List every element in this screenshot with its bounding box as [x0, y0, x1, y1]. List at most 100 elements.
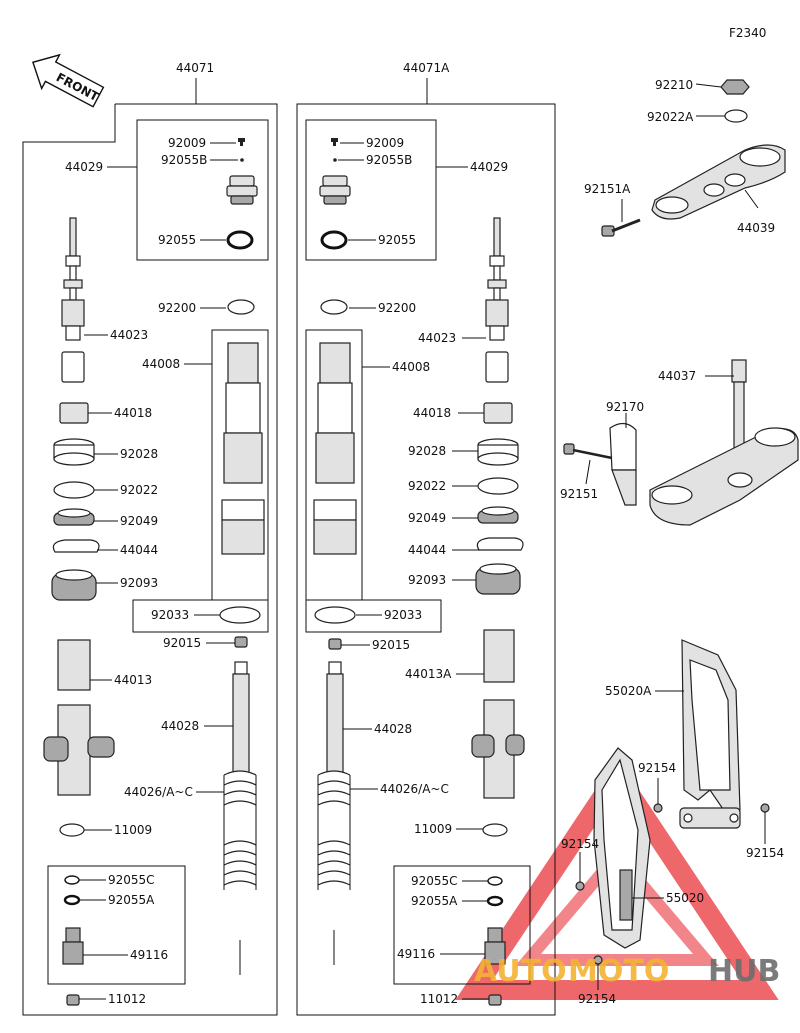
- bolt-92009-right: [331, 138, 338, 146]
- label-92055b-right: 92055B: [366, 153, 412, 167]
- upper-clamp-group: 92210 92022A 92151A 44039: [584, 78, 786, 237]
- bush-44018-right: [483, 402, 513, 424]
- label-49116-left: 49116: [130, 948, 168, 962]
- label-92009-right: 92009: [366, 136, 404, 150]
- oring-92055a-right: [486, 895, 504, 907]
- oring-92055c-right: [487, 876, 503, 886]
- spring-44026-right: [317, 770, 351, 965]
- dust-seal-92093-right: [475, 563, 521, 595]
- label-92009-left: 92009: [168, 136, 206, 150]
- bolt-92151a: [601, 218, 641, 237]
- right-cartridge-box: [305, 329, 363, 601]
- washer-92022-left: [53, 481, 95, 499]
- label-92055b-left: 92055B: [161, 153, 207, 167]
- cartridge-44008-left: [221, 342, 265, 555]
- label-44013a-right: 44013A: [405, 667, 452, 681]
- fork-guard-55020: [593, 747, 651, 949]
- washer-92200-left: [227, 299, 255, 315]
- clip-44044-right: [476, 537, 524, 551]
- oring-92055b-right: [333, 158, 337, 162]
- label-92055a-right: 92055A: [411, 894, 458, 908]
- assembly-title-left: 44071: [176, 61, 214, 75]
- label-11012-left: 11012: [108, 992, 146, 1006]
- label-49116-right: 49116: [397, 947, 435, 961]
- label-92154-a: 92154: [638, 761, 676, 775]
- label-44039: 44039: [737, 221, 775, 235]
- figure-code: F2340: [729, 26, 766, 40]
- left-assembly-frame: [22, 103, 278, 1016]
- left-valve-box: [47, 865, 186, 985]
- dust-seal-92093-left: [51, 569, 97, 601]
- label-44028-right: 44028: [374, 722, 412, 736]
- label-92022a: 92022A: [647, 110, 694, 124]
- label-44008-left: 44008: [142, 357, 180, 371]
- washer-92022-right: [477, 477, 519, 495]
- label-92200-left: 92200: [158, 301, 196, 315]
- label-92022-left: 92022: [120, 483, 158, 497]
- watermark: [455, 756, 779, 1000]
- oring-92055-left: [226, 230, 254, 250]
- label-44037: 44037: [658, 369, 696, 383]
- clip-44044-left: [52, 539, 100, 553]
- label-92154-b: 92154: [746, 846, 784, 860]
- washer-92022a: [724, 109, 748, 123]
- bracket-92170: [609, 422, 637, 506]
- fork-guard-55020a: [679, 639, 741, 829]
- label-92055a-left: 92055A: [108, 893, 155, 907]
- outer-tube-44013a-right: [471, 629, 525, 799]
- label-92055c-left: 92055C: [108, 873, 155, 887]
- label-92210: 92210: [655, 78, 693, 92]
- left-fork-assembly: 44071: [22, 61, 278, 1016]
- label-44008-right: 44008: [392, 360, 430, 374]
- label-11009-right: 11009: [414, 822, 452, 836]
- watermark-inner-triangle: [515, 845, 719, 966]
- lower-clamp-body: [649, 427, 799, 526]
- label-44029-right: 44029: [470, 160, 508, 174]
- label-92093-right: 92093: [408, 573, 446, 587]
- screw-92154-c: [575, 881, 585, 891]
- bush-44018-left: [59, 402, 89, 424]
- label-92022-right: 92022: [408, 479, 446, 493]
- spring-44026-left: [223, 770, 257, 975]
- bush-92028-right: [477, 438, 519, 466]
- label-44013-left: 44013: [114, 673, 152, 687]
- left-cartridge-box: [211, 329, 269, 601]
- label-44023-right: 44023: [418, 331, 456, 345]
- label-44028-left: 44028: [161, 719, 199, 733]
- fork-guard-group: 55020A 92154 92154 92154 55020 92154: [561, 639, 784, 1006]
- nut-11012-right: [488, 994, 502, 1006]
- outer-tube-44013-left: [43, 639, 115, 796]
- watermark-triangle: [455, 756, 779, 1000]
- label-55020a: 55020A: [605, 684, 652, 698]
- nut-11012-left: [66, 994, 80, 1006]
- right-ring-box: [305, 599, 442, 633]
- bush-92028-left: [53, 438, 95, 466]
- screw-92154-a: [653, 803, 663, 813]
- label-92055-right: 92055: [378, 233, 416, 247]
- oring-92055a-left: [63, 894, 81, 906]
- valve-49116-right: [484, 927, 506, 965]
- nut-92015-left: [234, 636, 248, 648]
- label-44026-right: 44026/A~C: [380, 782, 449, 796]
- label-92015-left: 92015: [163, 636, 201, 650]
- washer-11009-right: [482, 823, 508, 837]
- label-92033-right: 92033: [384, 608, 422, 622]
- assembly-title-right: 44071A: [403, 61, 450, 75]
- watermark-moto: MOTO: [568, 954, 669, 989]
- cap-bolt-44029-right: [319, 175, 351, 205]
- lower-clamp-group: 44037 92170 92151: [560, 359, 799, 526]
- label-44018-right: 44018: [413, 406, 451, 420]
- label-92170: 92170: [606, 400, 644, 414]
- screw-92154-b: [760, 803, 770, 813]
- label-11009-left: 11009: [114, 823, 152, 837]
- label-44044-right: 44044: [408, 543, 446, 557]
- ring-92033-left: [219, 606, 261, 624]
- damper-rod-44023-right: [485, 217, 509, 383]
- label-92055-left: 92055: [158, 233, 196, 247]
- label-92049-right: 92049: [408, 511, 446, 525]
- cartridge-44008-right: [313, 342, 357, 555]
- label-92093-left: 92093: [120, 576, 158, 590]
- bolt-92009-left: [238, 138, 245, 146]
- label-55020: 55020: [666, 891, 704, 905]
- seal-92049-right: [477, 506, 519, 524]
